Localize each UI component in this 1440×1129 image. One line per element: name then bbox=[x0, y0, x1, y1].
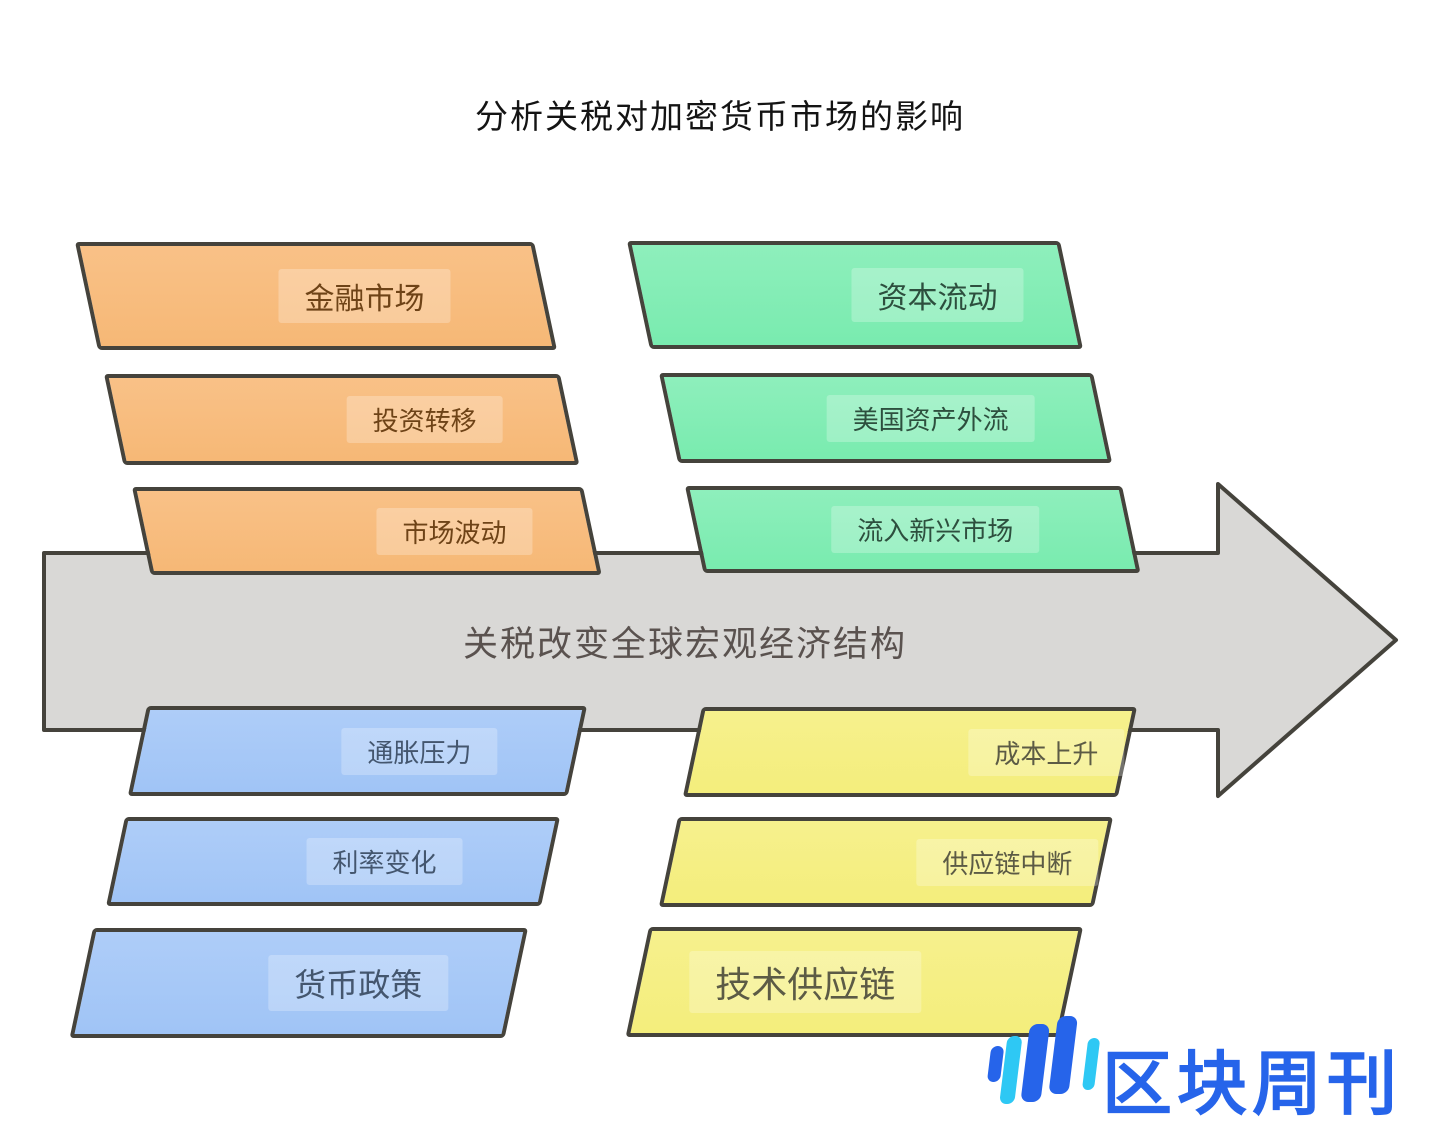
node-label: 流入新兴市场 bbox=[831, 506, 1040, 553]
node-investment-shift: 投资转移 bbox=[104, 374, 580, 465]
node-label: 技术供应链 bbox=[689, 951, 922, 1013]
node-label: 美国资产外流 bbox=[826, 394, 1035, 442]
node-us-asset-outflow: 美国资产外流 bbox=[659, 373, 1113, 463]
brand-logo-text: 区块周刊 bbox=[1102, 1043, 1402, 1125]
node-monetary-policy-header: 货币政策 bbox=[69, 928, 528, 1038]
page-title: 分析关税对加密货币市场的影响 bbox=[475, 97, 965, 136]
node-label: 利率变化 bbox=[307, 838, 464, 885]
node-financial-markets-header: 金融市场 bbox=[75, 242, 557, 350]
node-label: 成本上升 bbox=[967, 728, 1124, 776]
node-emerging-market-inflow: 流入新兴市场 bbox=[685, 486, 1141, 573]
node-interest-rate-change: 利率变化 bbox=[106, 817, 561, 906]
node-inflation-pressure: 通胀压力 bbox=[127, 706, 588, 796]
node-cost-increase: 成本上升 bbox=[682, 707, 1137, 797]
node-label: 供应链中断 bbox=[916, 838, 1099, 886]
arrow-label: 关税改变全球宏观经济结构 bbox=[462, 625, 907, 665]
node-label: 通胀压力 bbox=[341, 727, 498, 775]
node-label: 金融市场 bbox=[277, 269, 450, 323]
node-label: 投资转移 bbox=[346, 396, 503, 443]
node-label: 市场波动 bbox=[376, 507, 533, 555]
node-label: 资本流动 bbox=[850, 268, 1023, 322]
node-label: 货币政策 bbox=[268, 955, 449, 1011]
node-market-volatility: 市场波动 bbox=[132, 487, 602, 575]
node-capital-flows-header: 资本流动 bbox=[627, 241, 1083, 349]
bar-chart-icon bbox=[987, 1016, 1100, 1104]
node-supply-chain-disruption: 供应链中断 bbox=[658, 817, 1113, 907]
